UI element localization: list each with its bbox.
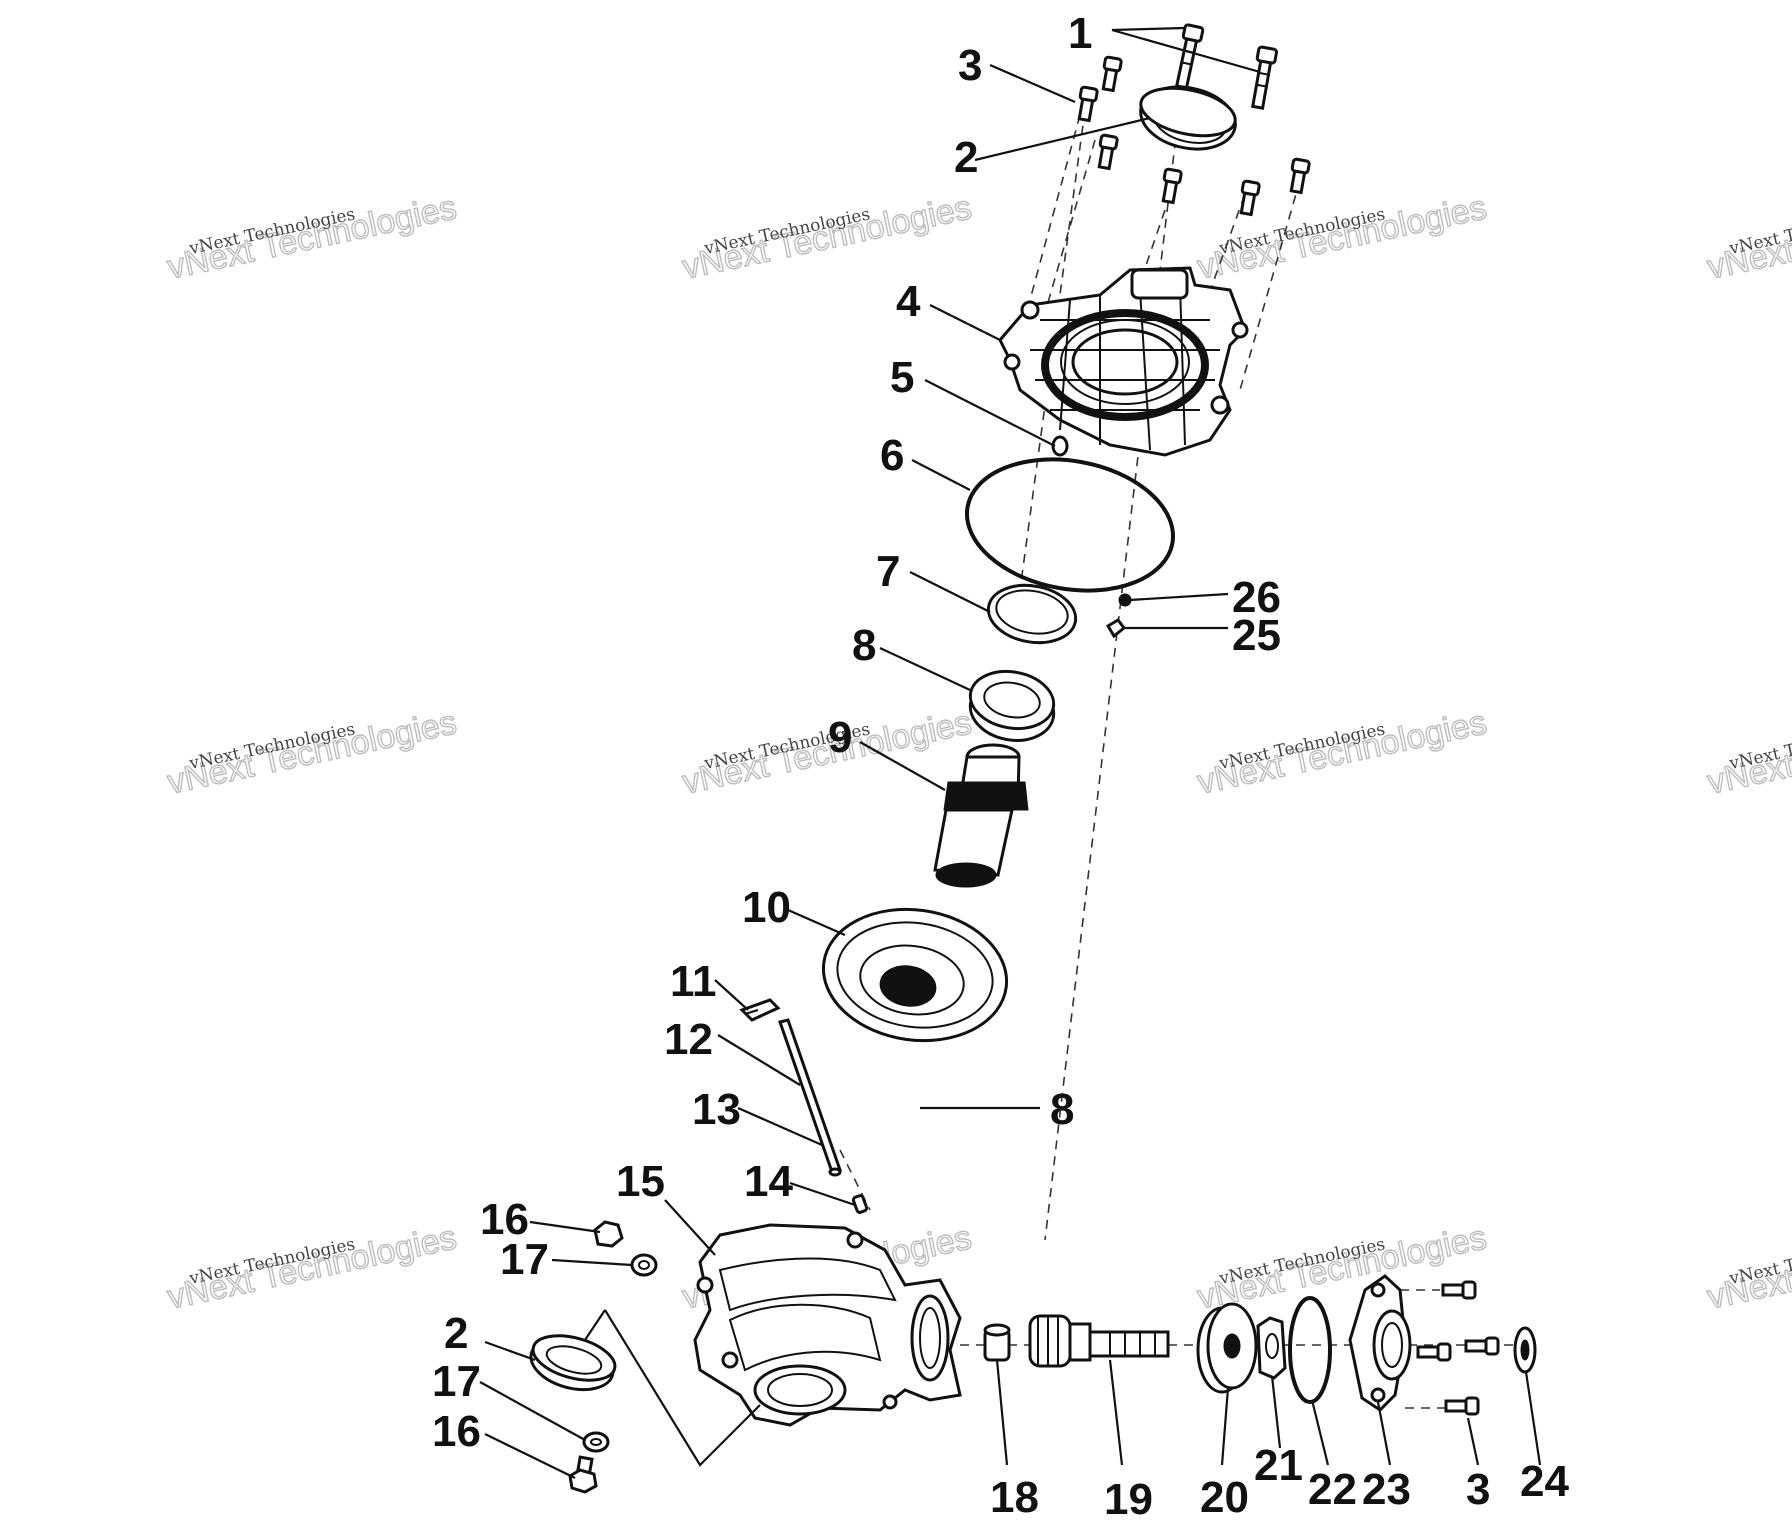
watermark: vNext Technologies vNext Technologies (1703, 1218, 1792, 1318)
part-25-plug (1105, 618, 1127, 639)
callout-4: 4 (896, 277, 921, 326)
callout-14: 14 (744, 1157, 793, 1206)
part-22-o-ring (1288, 1296, 1332, 1404)
callout-24: 24 (1520, 1457, 1569, 1506)
callout-8: 8 (852, 621, 876, 670)
watermark: vNext Technologies vNext Technologies (163, 1218, 460, 1318)
watermark: vNext Technologies vNext Technologies (1703, 188, 1792, 288)
callout-18: 18 (990, 1473, 1039, 1522)
part-23-end-cover (1348, 1274, 1412, 1412)
callout-2-lower: 2 (444, 1309, 468, 1358)
part-12-13-tube (778, 1018, 842, 1177)
watermark: vNext Technologies vNext Technologies (1193, 1218, 1490, 1318)
part-17-washer-upper (630, 1253, 658, 1277)
callout-6: 6 (880, 431, 904, 480)
callout-1: 1 (1068, 9, 1092, 58)
callout-16-lower: 16 (432, 1407, 481, 1456)
callout-2: 2 (954, 133, 978, 182)
part-20-bearing (1196, 1302, 1258, 1394)
callout-23: 23 (1362, 1465, 1411, 1514)
part-11-fitting (739, 998, 781, 1022)
part-24-washer (1513, 1326, 1537, 1374)
part-4-cover-housing (998, 266, 1249, 457)
callout-15: 15 (616, 1157, 665, 1206)
callout-16: 16 (480, 1195, 529, 1244)
callout-22: 22 (1308, 1465, 1357, 1514)
callout-12: 12 (664, 1015, 713, 1064)
watermark: vNext Technologies vNext Technologies (1193, 703, 1490, 803)
part-10-ring-gear (821, 907, 1009, 1043)
watermark: vNext Technologies vNext Technologies (678, 188, 975, 288)
callout-19: 19 (1104, 1475, 1153, 1524)
callout-3-right: 3 (1466, 1465, 1490, 1514)
part-14-pin (851, 1194, 869, 1214)
part-19-input-shaft (1028, 1314, 1170, 1368)
callout-10: 10 (742, 883, 791, 932)
callout-20: 20 (1200, 1473, 1249, 1522)
part-26-ball (1118, 593, 1132, 607)
part-3-bolts-right (1416, 1280, 1500, 1416)
callout-labels: 1 2 3 4 5 6 7 8 9 10 11 12 13 14 15 16 1… (432, 9, 1569, 1524)
part-2-seal-top (1139, 85, 1237, 151)
callout-21: 21 (1254, 1441, 1303, 1490)
callout-8-lower: 8 (1050, 1085, 1074, 1134)
part-8-bearing-top (968, 669, 1056, 742)
part-3-bolts (1077, 55, 1311, 217)
part-16-plug-upper (593, 1220, 624, 1248)
part-17-washer-lower (582, 1431, 610, 1453)
watermark: vNext Technologies vNext Technologies (678, 703, 975, 803)
part-2-seal-lower (529, 1334, 617, 1392)
callout-5: 5 (890, 353, 914, 402)
leader-lines (479, 26, 1542, 1479)
part-15-main-housing (693, 1223, 962, 1427)
part-21-nut (1256, 1316, 1287, 1380)
part-5-pin (1051, 435, 1069, 457)
part-6-o-ring (964, 457, 1176, 593)
callout-17: 17 (500, 1235, 549, 1284)
callout-9: 9 (828, 713, 852, 762)
callout-11: 11 (670, 957, 717, 1006)
callout-17-lower: 17 (432, 1357, 481, 1406)
watermark: vNext Technologies vNext Technologies (163, 188, 460, 288)
callout-13: 13 (692, 1085, 741, 1134)
part-16-plug-lower (568, 1455, 598, 1494)
callout-26: 26 (1232, 573, 1281, 622)
callout-3: 3 (958, 41, 982, 90)
watermark: vNext Technologies vNext Technologies (163, 703, 460, 803)
watermark: vNext Technologies vNext Technologies (1193, 188, 1490, 288)
part-7-ring (986, 583, 1078, 645)
part-18-bushing (983, 1323, 1011, 1362)
watermark: vNext Technologies vNext Technologies (1703, 703, 1792, 803)
part-9-pinion-gear (933, 743, 1029, 888)
callout-25: 25 (1232, 611, 1281, 660)
callout-7: 7 (876, 547, 900, 596)
